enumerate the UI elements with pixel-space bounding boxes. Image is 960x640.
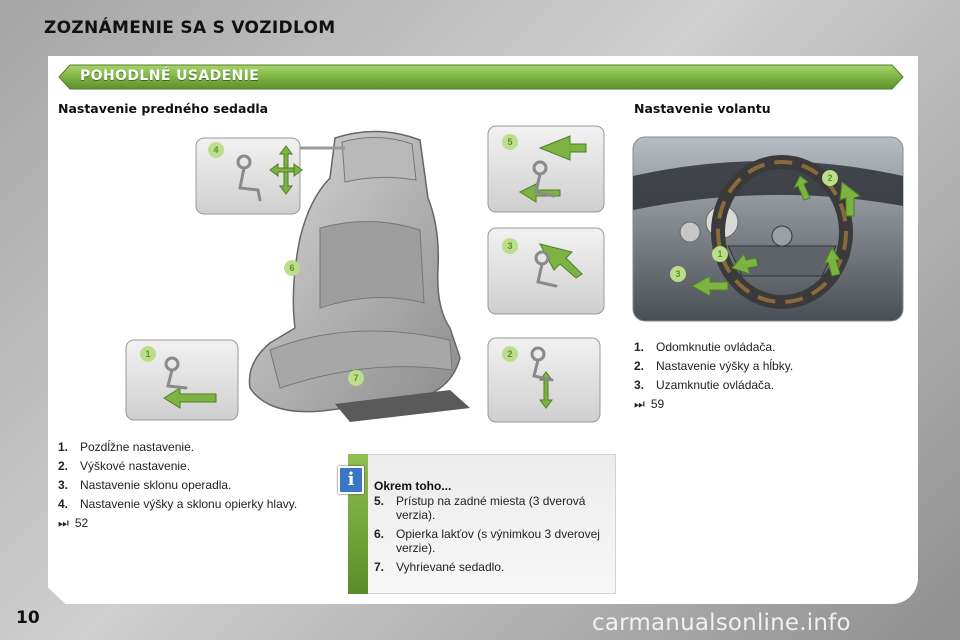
info-title: Okrem toho... — [374, 479, 452, 493]
list-item-text: Nastavenie sklonu operadla. — [80, 478, 232, 492]
info-icon: i — [338, 466, 364, 494]
section-title: POHODLNÉ USADENIE — [80, 68, 260, 84]
list-item: 3. Nastavenie sklonu operadla. — [58, 478, 326, 492]
steering-callout-2: 2 — [827, 173, 832, 183]
list-item-number: 4. — [58, 497, 69, 511]
list-item-number: 6. — [374, 527, 385, 541]
list-item: 3. Uzamknutie ovládača. — [634, 378, 894, 392]
info-box — [348, 454, 616, 594]
steering-callout-1: 1 — [717, 249, 722, 259]
info-list: 5. Prístup na zadné miesta (3 dverová ve… — [374, 494, 602, 579]
list-item: 5. Prístup na zadné miesta (3 dverová ve… — [374, 494, 602, 522]
list-item-number: 1. — [58, 440, 69, 454]
list-item-number: 2. — [634, 359, 645, 373]
list-item-number: 3. — [634, 378, 645, 392]
seat-callout-2: 2 — [507, 349, 512, 359]
list-item: 2. Nastavenie výšky a hĺbky. — [634, 359, 894, 373]
list-item-text: Prístup na zadné miesta (3 dverová verzi… — [396, 494, 586, 522]
list-item-number: 2. — [58, 459, 69, 473]
list-item-number: 1. — [634, 340, 645, 354]
list-item: 1. Odomknutie ovládača. — [634, 340, 894, 354]
list-item: 6. Opierka lakťov (s výnimkou 3 dverovej… — [374, 527, 602, 555]
list-item-number: 7. — [374, 560, 385, 574]
steering-adjustment-list: 1. Odomknutie ovládača. 2. Nastavenie vý… — [634, 340, 894, 411]
section-banner — [58, 64, 904, 90]
steering-wheel-illustration: 1 2 3 — [632, 136, 904, 322]
seat-illustration: 4 5 3 6 1 2 7 — [120, 118, 610, 428]
page-reference-arrow-icon: ⏭ — [58, 516, 69, 530]
seat-heading: Nastavenie predného sedadla — [58, 101, 269, 116]
list-item-text: Nastavenie výšky a hĺbky. — [656, 359, 794, 373]
seat-adjustment-list: 1. Pozdĺžne nastavenie. 2. Výškové nasta… — [58, 440, 326, 530]
seat-page-reference[interactable]: ⏭ 52 — [58, 516, 326, 530]
list-item-text: Vyhrievané sedadlo. — [396, 560, 505, 574]
list-item-text: Výškové nastavenie. — [80, 459, 191, 473]
seat-callout-6: 6 — [289, 263, 294, 273]
list-item-number: 3. — [58, 478, 69, 492]
steering-page-reference[interactable]: ⏭ 59 — [634, 397, 894, 411]
page-reference-number: 52 — [74, 516, 89, 530]
seat-callout-3: 3 — [507, 241, 512, 251]
list-item: 4. Nastavenie výšky a sklonu opierky hla… — [58, 497, 326, 511]
seat-callout-7: 7 — [353, 373, 358, 383]
list-item-text: Pozdĺžne nastavenie. — [80, 440, 195, 454]
list-item-text: Nastavenie výšky a sklonu opierky hlavy. — [80, 497, 298, 511]
page-reference-arrow-icon: ⏭ — [634, 397, 645, 411]
page-reference-number: 59 — [650, 397, 665, 411]
page-number: 10 — [16, 608, 40, 628]
list-item-text: Opierka lakťov (s výnimkou 3 dverovej ve… — [396, 527, 600, 555]
list-item: 7. Vyhrievané sedadlo. — [374, 560, 602, 574]
list-item-text: Odomknutie ovládača. — [656, 340, 776, 354]
seat-callout-4: 4 — [213, 145, 218, 155]
seat-callout-5: 5 — [507, 137, 512, 147]
list-item-text: Uzamknutie ovládača. — [656, 378, 775, 392]
watermark: carmanualsonline.info — [592, 610, 851, 636]
list-item-number: 5. — [374, 494, 385, 508]
list-item: 2. Výškové nastavenie. — [58, 459, 326, 473]
page-title: ZOZNÁMENIE SA S VOZIDLOM — [44, 18, 336, 38]
steering-callout-3: 3 — [675, 269, 680, 279]
seat-callout-1: 1 — [145, 349, 150, 359]
steering-heading: Nastavenie volantu — [634, 101, 771, 116]
list-item: 1. Pozdĺžne nastavenie. — [58, 440, 326, 454]
